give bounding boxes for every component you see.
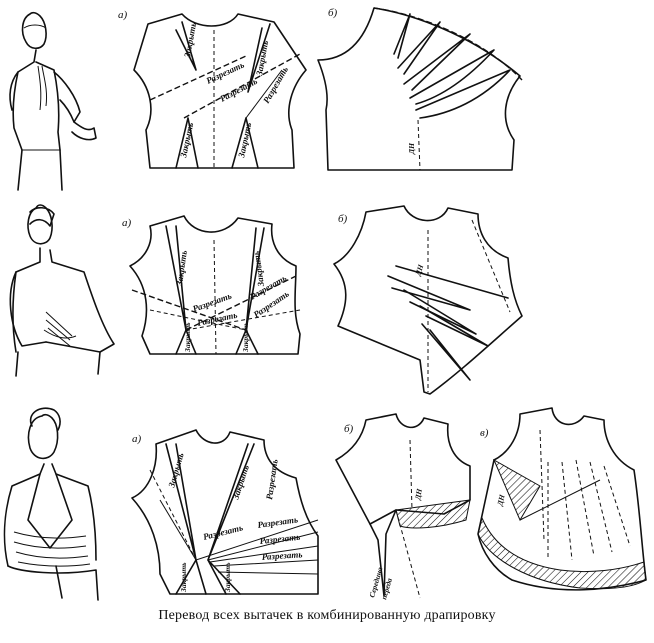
panel-letter-3a: а) xyxy=(132,433,142,445)
row-1: а) Закрыть Закрыть Закрыть Закрыть Разре… xyxy=(9,7,523,191)
label-dn: ДН xyxy=(413,262,426,277)
label-close: Закрыть xyxy=(230,464,251,502)
pattern-piece-1b xyxy=(317,7,523,171)
label-cut: Разрезать xyxy=(202,522,244,542)
row-2: а) Закрыть Закрыть Закрыть Закрыть Разре… xyxy=(9,204,523,395)
label-cut: Разрезать xyxy=(196,310,238,328)
label-cut: Разрезать xyxy=(264,459,280,501)
label-cut: Разрезать xyxy=(261,549,302,562)
label-dn: ДН xyxy=(413,487,424,501)
woman-sketch-1 xyxy=(9,11,97,191)
label-close: Закрыть xyxy=(183,322,192,353)
woman-sketch-2 xyxy=(9,204,115,377)
label-cut: Разрезать xyxy=(218,76,259,104)
pattern-piece-2a xyxy=(129,215,301,355)
woman-sketch-3 xyxy=(3,407,99,601)
row-3: а) Закрыть Закрыть Закрыть Закрыть Разре… xyxy=(3,407,647,601)
pattern-piece-3a xyxy=(131,429,319,595)
panel-letter-2b: б) xyxy=(338,213,348,225)
label-close: Закрыть xyxy=(174,250,189,288)
pattern-piece-2b xyxy=(333,205,523,395)
panel-letter-3c: в) xyxy=(480,427,489,439)
label-dn: ДН xyxy=(495,493,507,508)
panel-letter-1b: б) xyxy=(328,7,338,19)
label-cut: Разрезать xyxy=(259,532,300,546)
label-close: Закрыть xyxy=(241,322,250,353)
label-dn: ДН xyxy=(407,142,416,155)
label-front: переда xyxy=(379,577,394,601)
label-close: Закрыть xyxy=(179,562,188,593)
figure-caption: Перевод всех вытачек в комбинированную д… xyxy=(158,608,496,623)
panel-letter-1a: а) xyxy=(118,9,128,21)
label-cut: Разрезать xyxy=(261,65,290,105)
pattern-piece-1a xyxy=(133,13,307,169)
pattern-piece-3b xyxy=(335,413,471,599)
label-close: Закрыть xyxy=(223,562,232,593)
label-cut: Разрезать xyxy=(257,514,299,530)
pattern-piece-3c xyxy=(477,407,647,591)
panel-letter-3b: б) xyxy=(344,423,354,435)
label-close: Закрыть xyxy=(251,251,266,289)
panel-letter-2a: а) xyxy=(122,217,132,229)
